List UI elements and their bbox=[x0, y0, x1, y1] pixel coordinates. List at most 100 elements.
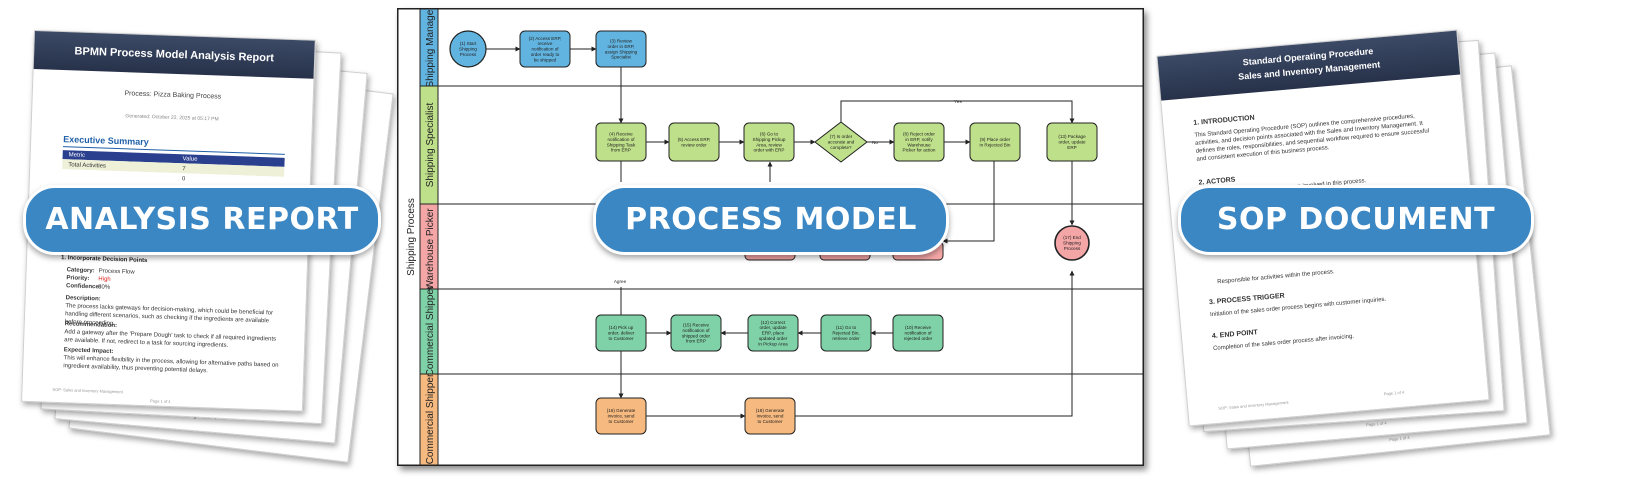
node-label-line: Picker for action bbox=[903, 148, 936, 153]
node-label-line: Process bbox=[1064, 246, 1081, 251]
node-label-line: order in ERP, bbox=[608, 44, 635, 49]
node-label-line: to Customer bbox=[608, 336, 633, 341]
edge-label-agree: Agree bbox=[614, 279, 627, 284]
report-process-title: Process: Pizza Baking Process bbox=[124, 90, 222, 101]
pool-title: Shipping Process bbox=[406, 198, 417, 276]
lane-shipping-manager: Shipping Manager bbox=[419, 9, 1143, 88]
edge-7-13-yes bbox=[840, 100, 1075, 124]
node-label-line: Rejected Bin, bbox=[832, 331, 859, 336]
node-label: (5) Access ERP,review order bbox=[678, 137, 711, 147]
sop-page-number-2: Page 1 of 4 bbox=[1365, 420, 1387, 428]
node-label-line: ERP, place bbox=[762, 331, 785, 336]
node-label-line: (10) Receive bbox=[905, 325, 931, 330]
sop-document-stack: Page 1 of 4 Page 1 of 4 Standard Operati… bbox=[1156, 0, 1650, 500]
sop-document-pill: SOP DOCUMENT bbox=[1178, 185, 1534, 255]
node-label-line: Warehouse bbox=[907, 142, 931, 147]
node-label-line: (12) Correct bbox=[761, 320, 786, 325]
node-label-line: (17) End bbox=[1063, 235, 1081, 240]
sop-trigger-text: Initiation of the sales order process be… bbox=[1209, 296, 1387, 319]
node-label-line: (4) Receive bbox=[609, 132, 633, 137]
analysis-report-stack: Page 1 of 4 BPMN Process Model Analysis … bbox=[0, 0, 400, 500]
node-label-line: (15) Receive bbox=[683, 323, 709, 328]
node-label-line: (13) Package bbox=[1058, 134, 1086, 139]
edge-9-picker bbox=[942, 161, 995, 244]
node-label-line: in Rejected Bin bbox=[980, 142, 1011, 147]
process-model-diagram: Shipping Process Shipping Manager Shippi… bbox=[397, 8, 1144, 466]
node-label-line: order, deliver bbox=[608, 331, 635, 336]
node-label-line: (9) Place order bbox=[980, 137, 1011, 142]
report-footer-left: SOP: Sales and Inventory Management bbox=[52, 386, 123, 395]
node-label-line: (7) Is order bbox=[830, 134, 853, 139]
node-label-line: Specialist bbox=[611, 55, 631, 60]
node-label-line: updated order bbox=[759, 336, 788, 341]
node-label-line: in ERP, notify bbox=[905, 137, 933, 142]
node-label-line: invoice, send bbox=[757, 414, 784, 419]
node-label-line: Shipping Task bbox=[607, 142, 636, 147]
lane-label-warehouse-picker: Warehouse Picker bbox=[425, 208, 436, 290]
edge-18-17 bbox=[795, 270, 1075, 417]
node-label-line: Shipping bbox=[1063, 241, 1081, 246]
node-label-line: notification of bbox=[607, 137, 635, 142]
lane-label-shipping-specialist: Shipping Specialist bbox=[425, 103, 436, 188]
node-label-line: assign Shipping bbox=[605, 49, 638, 54]
lane-label-commercial-shipper-2: Commercial Shipper bbox=[425, 373, 436, 464]
report-header-title: BPMN Process Model Analysis Report bbox=[74, 45, 275, 65]
node-label-line: in Pickup Area bbox=[758, 341, 788, 346]
lane-label-commercial-shipper-1: Commercial Shipper bbox=[425, 285, 436, 376]
node-label-line: to Customer bbox=[608, 419, 633, 424]
node-label-line: (5) Access ERP, bbox=[678, 137, 711, 142]
node-label-line: (3) Review bbox=[610, 39, 633, 44]
sop-page-number: Page 1 of 4 bbox=[1383, 389, 1405, 397]
node-label-line: (2) Access ERP, bbox=[529, 36, 562, 41]
node-label-line: ERP bbox=[1067, 145, 1076, 150]
node-label-line: to Customer bbox=[757, 419, 782, 424]
sop-footer-left: SOP: Sales and Inventory Management bbox=[1218, 399, 1289, 411]
node-label-line: Process bbox=[460, 52, 477, 57]
report-generated-date: Generated: October 22, 2025 at 05:17 PM bbox=[125, 113, 219, 123]
sop-end-title: 4. END POINT bbox=[1211, 329, 1259, 341]
sop-page-number-3: Page 1 of 4 bbox=[1388, 434, 1410, 443]
analysis-report-pill: ANALYSIS REPORT bbox=[23, 185, 381, 255]
node-label-line: order, update bbox=[1058, 140, 1086, 145]
node-label-line: order with ERP bbox=[754, 148, 785, 153]
sop-header: Standard Operating Procedure Sales and I… bbox=[1157, 30, 1461, 101]
node-label-line: order ready to bbox=[531, 52, 560, 57]
impact-text: This will enhance flexibility in the pro… bbox=[63, 355, 279, 375]
node-label-line: from ERP bbox=[686, 339, 706, 344]
node-label-line: (8) Reject order bbox=[903, 132, 935, 137]
node-label-line: receive bbox=[538, 41, 553, 46]
node-label-line: notification of bbox=[682, 328, 710, 333]
node-label-line: notification of bbox=[531, 47, 559, 52]
node-label-line: be shipped bbox=[534, 57, 557, 62]
node-label-line: complete? bbox=[830, 145, 852, 150]
report-header: BPMN Process Model Analysis Report bbox=[33, 31, 315, 79]
sop-end-text: Completion of the sales order process af… bbox=[1212, 333, 1355, 353]
node-label-line: accurate and bbox=[828, 140, 855, 145]
node-label-line: rejected order bbox=[904, 336, 933, 341]
report-table-cell-value: 7 bbox=[182, 166, 186, 173]
edge-label-yes: Yes bbox=[954, 99, 962, 104]
